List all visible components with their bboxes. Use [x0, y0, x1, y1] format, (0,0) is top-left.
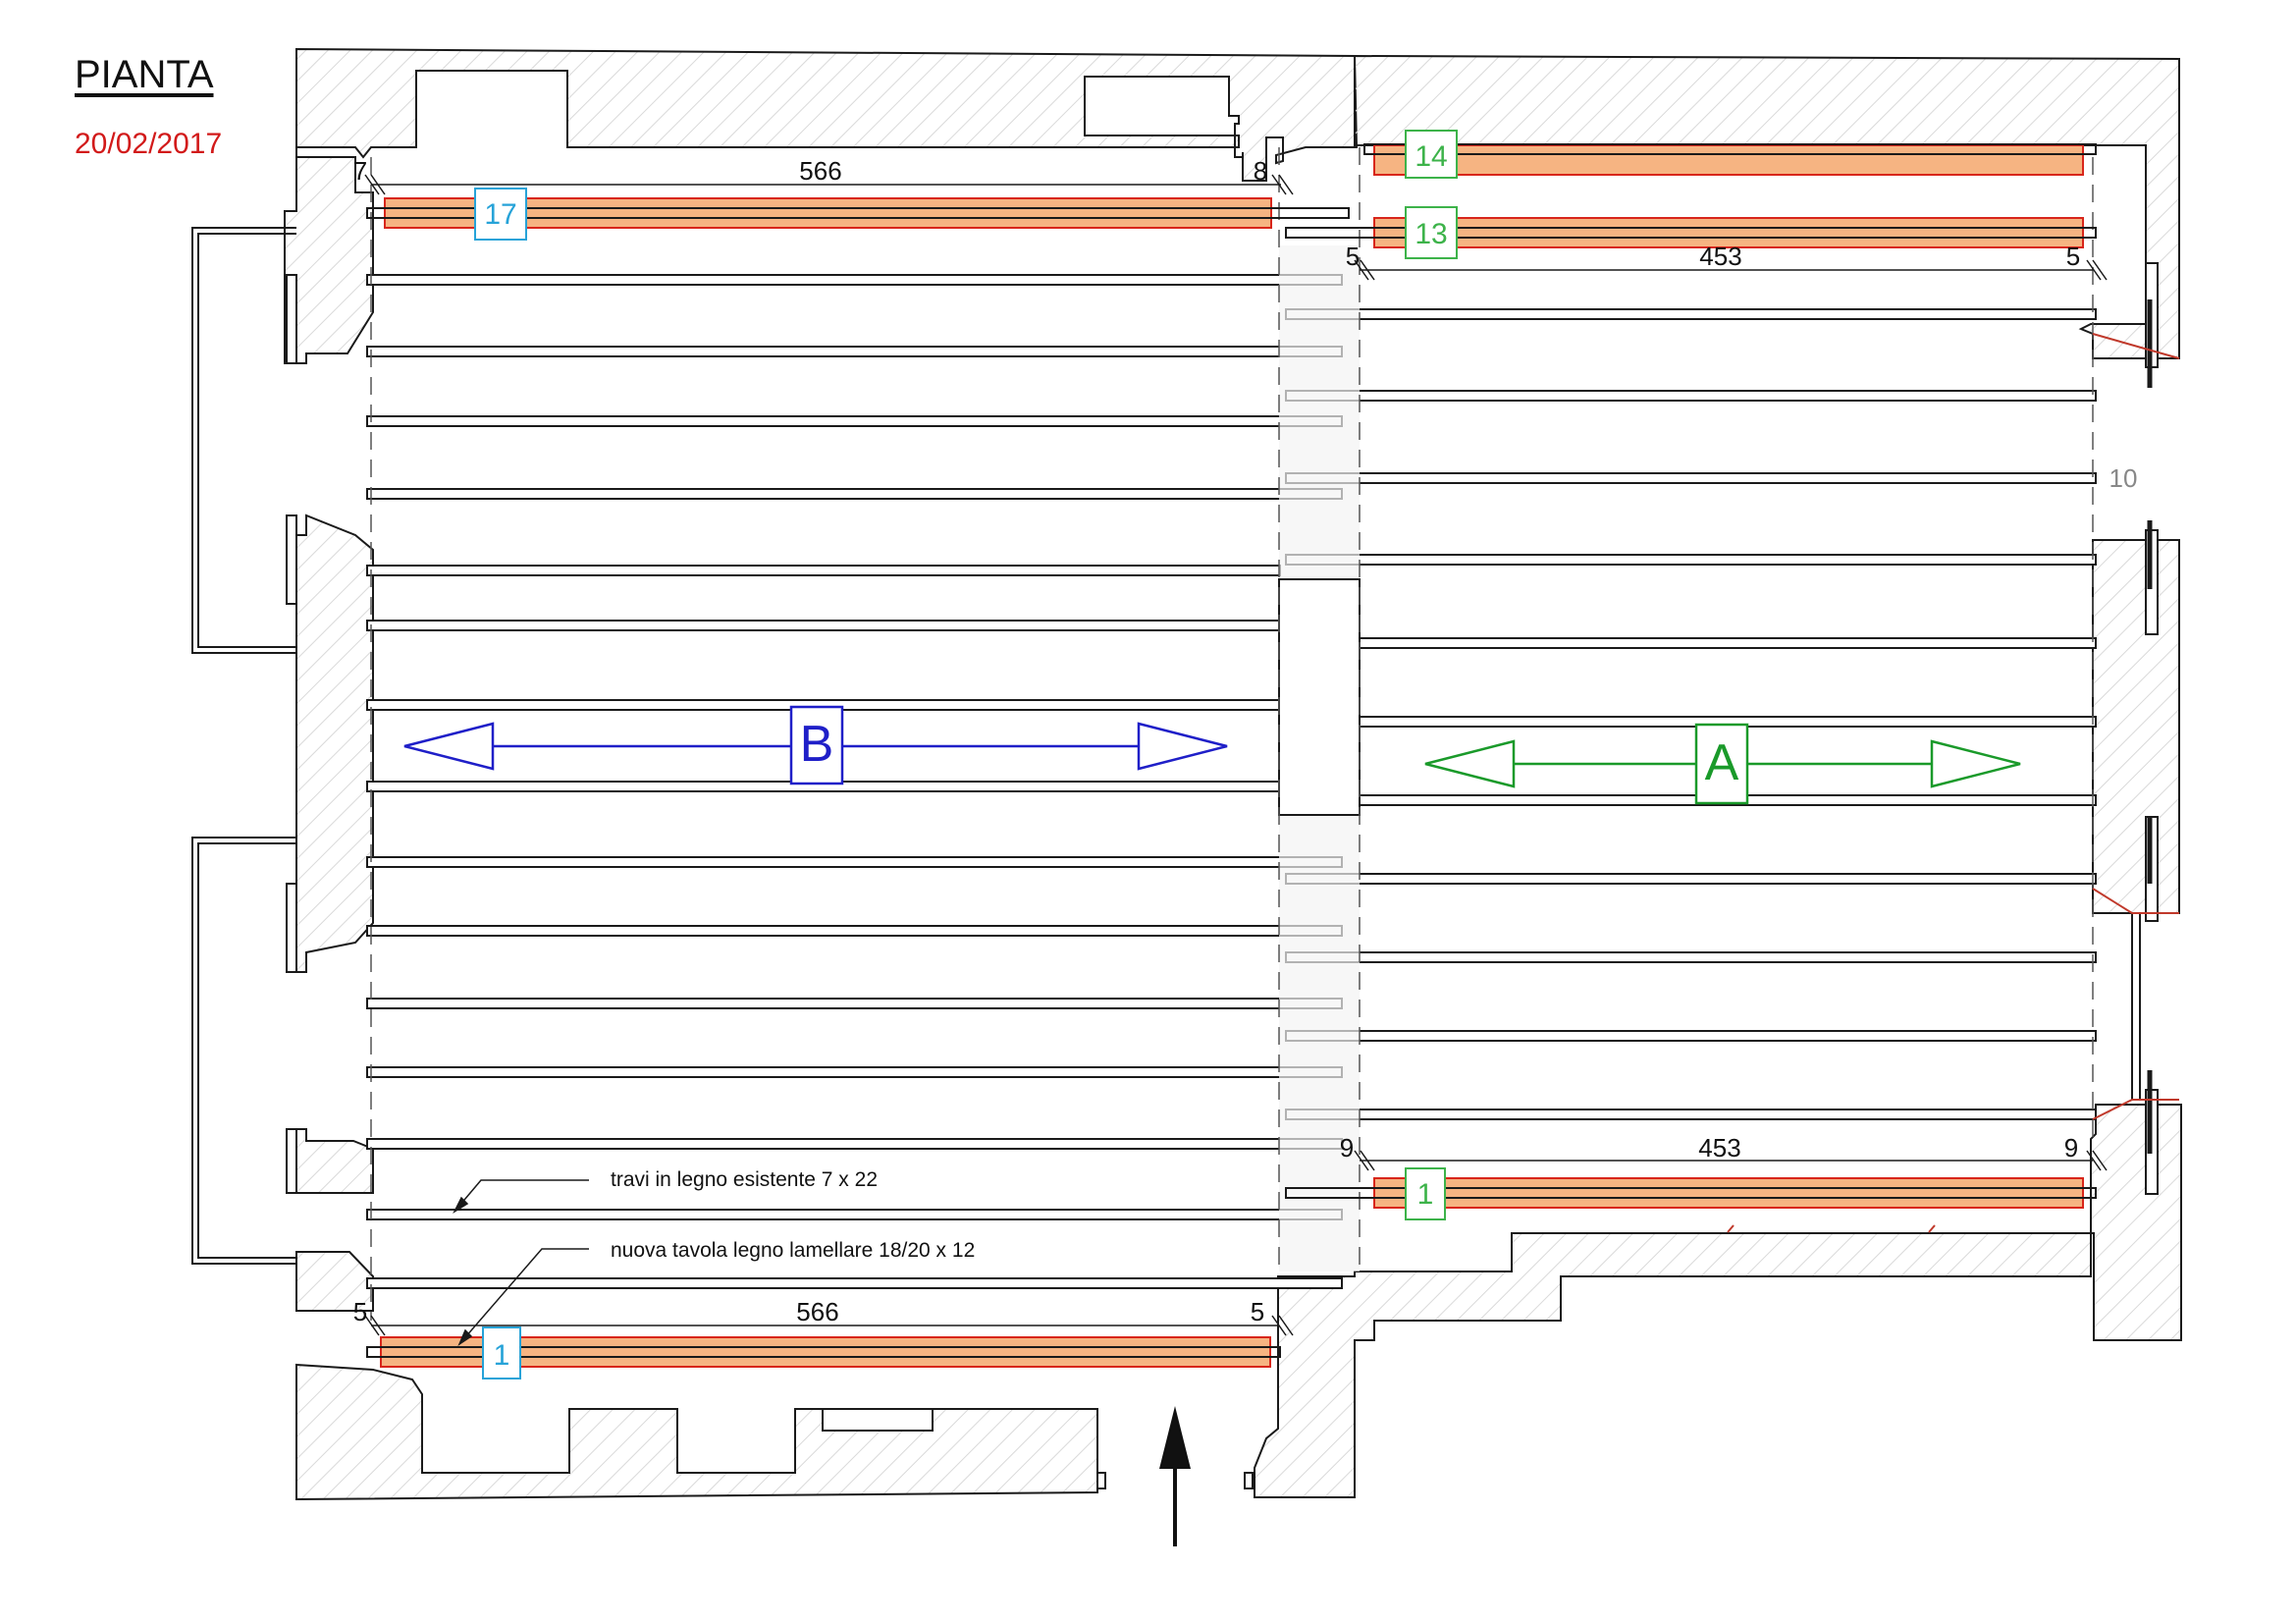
board-label-a-top-1: 14: [1415, 140, 1447, 173]
annotation-new-board: nuova tavola legno lamellare 18/20 x 12: [611, 1239, 975, 1262]
beam-b-14: [366, 1209, 1343, 1220]
dim-a-top-left: 5: [1346, 242, 1360, 271]
beam-a-2: [1285, 390, 2097, 402]
beam-b-11: [366, 998, 1343, 1009]
dim-a-top-right: 5: [2066, 242, 2080, 271]
west-windows: [286, 274, 1254, 1489]
dimension-texts: 7 566 8 5 453 5 10 9 453 9 5 566 5: [353, 156, 2138, 1326]
zone-a-span-arrow: [1424, 723, 2021, 805]
dim-a-mid-right: 10: [2109, 463, 2138, 493]
zone-a-label: A: [1705, 734, 1739, 791]
west-wall-mid: [295, 514, 374, 973]
beam-b-10: [366, 925, 1343, 937]
south-wall-left: [295, 1363, 1098, 1501]
beam-b-2: [366, 346, 1343, 357]
beam-b-6: [366, 620, 1281, 631]
annotation-leaders: [453, 1179, 589, 1347]
dim-a-bottom-right: 9: [2064, 1133, 2078, 1163]
new-board-a-top-1: [1373, 144, 2084, 176]
east-windows: [2131, 262, 2159, 1195]
annotation-existing-beams: travi in legno esistente 7 x 22: [611, 1168, 878, 1191]
dim-a-top-span: 453: [1699, 242, 1741, 271]
existing-beams-zone-b: [366, 274, 1343, 1289]
dim-a-bottom-span: 453: [1698, 1133, 1740, 1163]
board-label-b-bottom: 1: [494, 1339, 510, 1372]
new-laminated-boards: [380, 144, 2084, 1368]
dimension-lines: [364, 174, 2108, 1336]
west-wall-low: [295, 1128, 374, 1194]
west-wall-bottom: [295, 1251, 374, 1312]
beam-b-3: [366, 415, 1343, 427]
zone-b-span-arrow: [403, 705, 1228, 785]
beam-b-12: [366, 1066, 1343, 1078]
page-title: PIANTA: [75, 53, 214, 96]
beam-a-5: [1356, 637, 2097, 649]
central-pillar: [1278, 578, 1361, 816]
beam-b-1: [366, 274, 1343, 286]
dim-a-bottom-left: 9: [1340, 1133, 1354, 1163]
new-board-b-top: [384, 197, 1272, 229]
board-label-a-bottom: 1: [1417, 1178, 1434, 1211]
beam-b-9: [366, 856, 1343, 868]
board-label-a-top-2: 13: [1415, 218, 1447, 250]
dim-b-bottom-right: 5: [1251, 1297, 1264, 1326]
beam-a-1: [1285, 308, 2097, 320]
entrance-arrow-icon: [1159, 1406, 1191, 1546]
beams-over-boards: [366, 143, 2097, 1358]
zone-b-label: B: [800, 716, 834, 773]
west-balcony-outline: [191, 227, 296, 1265]
dim-b-bottom-left: 5: [353, 1297, 367, 1326]
beam-b-5: [366, 565, 1281, 576]
beam-a-4: [1285, 554, 2097, 566]
new-board-b-bottom: [380, 1336, 1271, 1368]
new-board-a-bottom: [1373, 1177, 2084, 1209]
west-wall-top: [284, 49, 374, 364]
beam-b-13: [366, 1138, 1343, 1150]
beam-a-9: [1285, 951, 2097, 963]
dim-b-top-span: 566: [799, 156, 841, 186]
dim-b-bottom-span: 566: [796, 1297, 838, 1326]
board-label-b-top: 17: [484, 198, 516, 231]
dim-b-top-right: 8: [1254, 156, 1267, 186]
beam-a-11: [1285, 1109, 2097, 1120]
beam-b-15: [366, 1277, 1343, 1289]
beam-a-10: [1285, 1030, 2097, 1042]
north-wall-left: [295, 47, 1359, 182]
new-board-a-top-2: [1373, 217, 2084, 248]
dim-b-top-left: 7: [353, 156, 367, 186]
beam-b-4: [366, 488, 1343, 500]
beam-a-3: [1285, 472, 2097, 484]
date-stamp: 20/02/2017: [75, 128, 223, 160]
east-wall-mid: [2092, 539, 2180, 914]
board-labels: 17 1 14 13 1: [474, 130, 1458, 1380]
existing-beams-zone-a: [1285, 308, 2097, 1120]
south-wall-right: [1254, 1104, 2182, 1498]
east-red-marks: [1727, 333, 2180, 1233]
beam-a-8: [1285, 873, 2097, 885]
